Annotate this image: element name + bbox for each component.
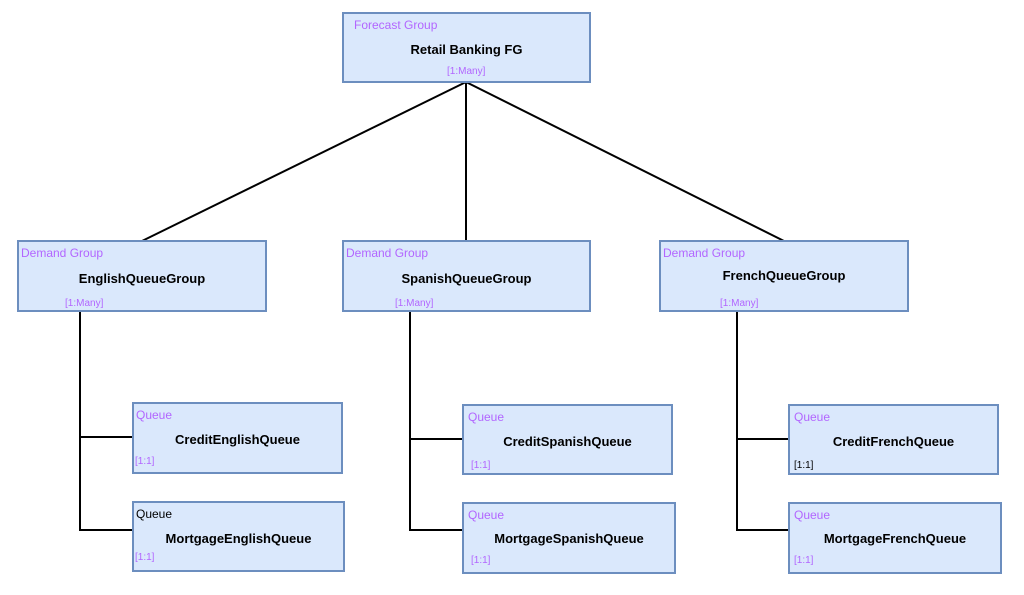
node-type-label: Forecast Group <box>354 18 438 32</box>
queue-credit-spanish-node[interactable]: Queue CreditSpanishQueue [1:1] <box>462 404 673 475</box>
node-type-label: Queue <box>794 508 831 522</box>
node-title: MortgageSpanishQueue <box>494 531 644 546</box>
cardinality-label: [1:1] <box>471 555 491 566</box>
queue-credit-french-node[interactable]: Queue CreditFrenchQueue [1:1] <box>788 404 999 475</box>
node-title: CreditEnglishQueue <box>175 432 300 447</box>
node-title: FrenchQueueGroup <box>722 268 846 283</box>
cardinality-label: [1:Many] <box>447 66 486 77</box>
node-type-label: Queue <box>468 508 505 522</box>
node-type-label: Demand Group <box>663 246 746 260</box>
demand-group-french-node[interactable]: Demand Group FrenchQueueGroup [1:Many] <box>659 240 909 312</box>
queue-credit-english-node[interactable]: Queue CreditEnglishQueue [1:1] <box>132 402 343 474</box>
cardinality-label: [1:Many] <box>395 298 434 309</box>
queue-mortgage-french-node[interactable]: Queue MortgageFrenchQueue [1:1] <box>788 502 1002 574</box>
cardinality-label: [1:1] <box>135 552 155 563</box>
cardinality-label: [1:Many] <box>720 298 759 309</box>
node-type-label: Queue <box>136 408 173 422</box>
node-title: CreditFrenchQueue <box>832 434 955 449</box>
node-title: CreditSpanishQueue <box>503 434 632 449</box>
connector-spanish-trunk <box>409 312 463 531</box>
node-title: SpanishQueueGroup <box>401 271 532 286</box>
node-type-label: Demand Group <box>346 246 429 260</box>
cardinality-label: [1:1] <box>794 460 814 471</box>
node-type-label: Queue <box>468 410 505 424</box>
queue-mortgage-english-node[interactable]: Queue MortgageEnglishQueue [1:1] <box>132 501 345 572</box>
cardinality-label: [1:Many] <box>65 298 104 309</box>
demand-group-spanish-node[interactable]: Demand Group SpanishQueueGroup [1:Many] <box>342 240 591 312</box>
demand-group-english-node[interactable]: Demand Group EnglishQueueGroup [1:Many] <box>17 240 267 312</box>
connector-root-english <box>141 81 467 242</box>
queue-mortgage-spanish-node[interactable]: Queue MortgageSpanishQueue [1:1] <box>462 502 676 574</box>
connector-french-trunk <box>736 312 789 531</box>
forecast-group-node[interactable]: Forecast Group Retail Banking FG [1:Many… <box>342 12 591 83</box>
node-title: Retail Banking FG <box>410 42 523 57</box>
node-type-label: Queue <box>136 507 173 521</box>
cardinality-label: [1:1] <box>135 456 155 467</box>
node-title: MortgageFrenchQueue <box>823 531 967 546</box>
node-type-label: Demand Group <box>21 246 104 260</box>
node-type-label: Queue <box>794 410 831 424</box>
connector-english-trunk <box>79 312 134 531</box>
cardinality-label: [1:1] <box>471 460 491 471</box>
node-title: EnglishQueueGroup <box>78 271 206 286</box>
connector-root-french <box>465 81 785 242</box>
node-title: MortgageEnglishQueue <box>165 531 312 546</box>
cardinality-label: [1:1] <box>794 555 814 566</box>
